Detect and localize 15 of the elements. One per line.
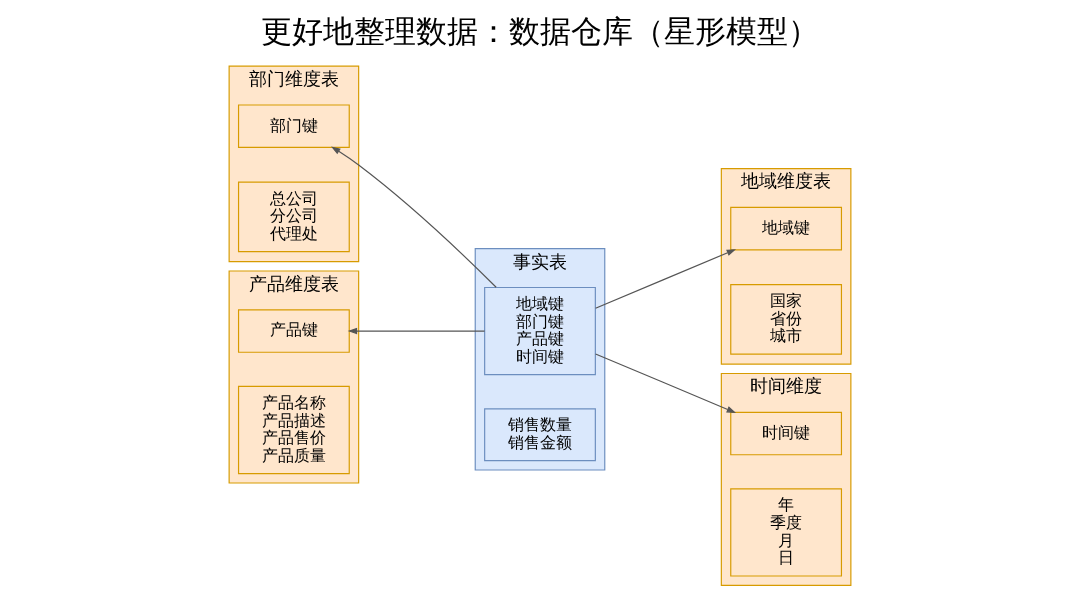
node-box: 产品名称 产品描述 产品售价 产品质量 xyxy=(237,385,350,475)
node-box: 国家 省份 城市 xyxy=(730,284,843,355)
arrow xyxy=(595,353,737,413)
node-box: 销售数量 销售金额 xyxy=(484,408,596,462)
arrow xyxy=(331,146,497,288)
diagram-title: 更好地整理数据：数据仓库（星形模型） xyxy=(261,14,819,50)
arrow xyxy=(347,327,486,335)
node-box: 部门键 xyxy=(237,104,350,148)
node-box: 年 季度 月 日 xyxy=(730,488,843,577)
node-box: 地域键 xyxy=(730,206,843,251)
node-box: 时间键 xyxy=(730,411,843,456)
node-box: 产品键 xyxy=(237,309,350,353)
node-box: 总公司 分公司 代理处 xyxy=(237,181,350,253)
node-box: 地域键 部门键 产品键 时间键 xyxy=(484,286,596,376)
arrow xyxy=(595,249,737,309)
